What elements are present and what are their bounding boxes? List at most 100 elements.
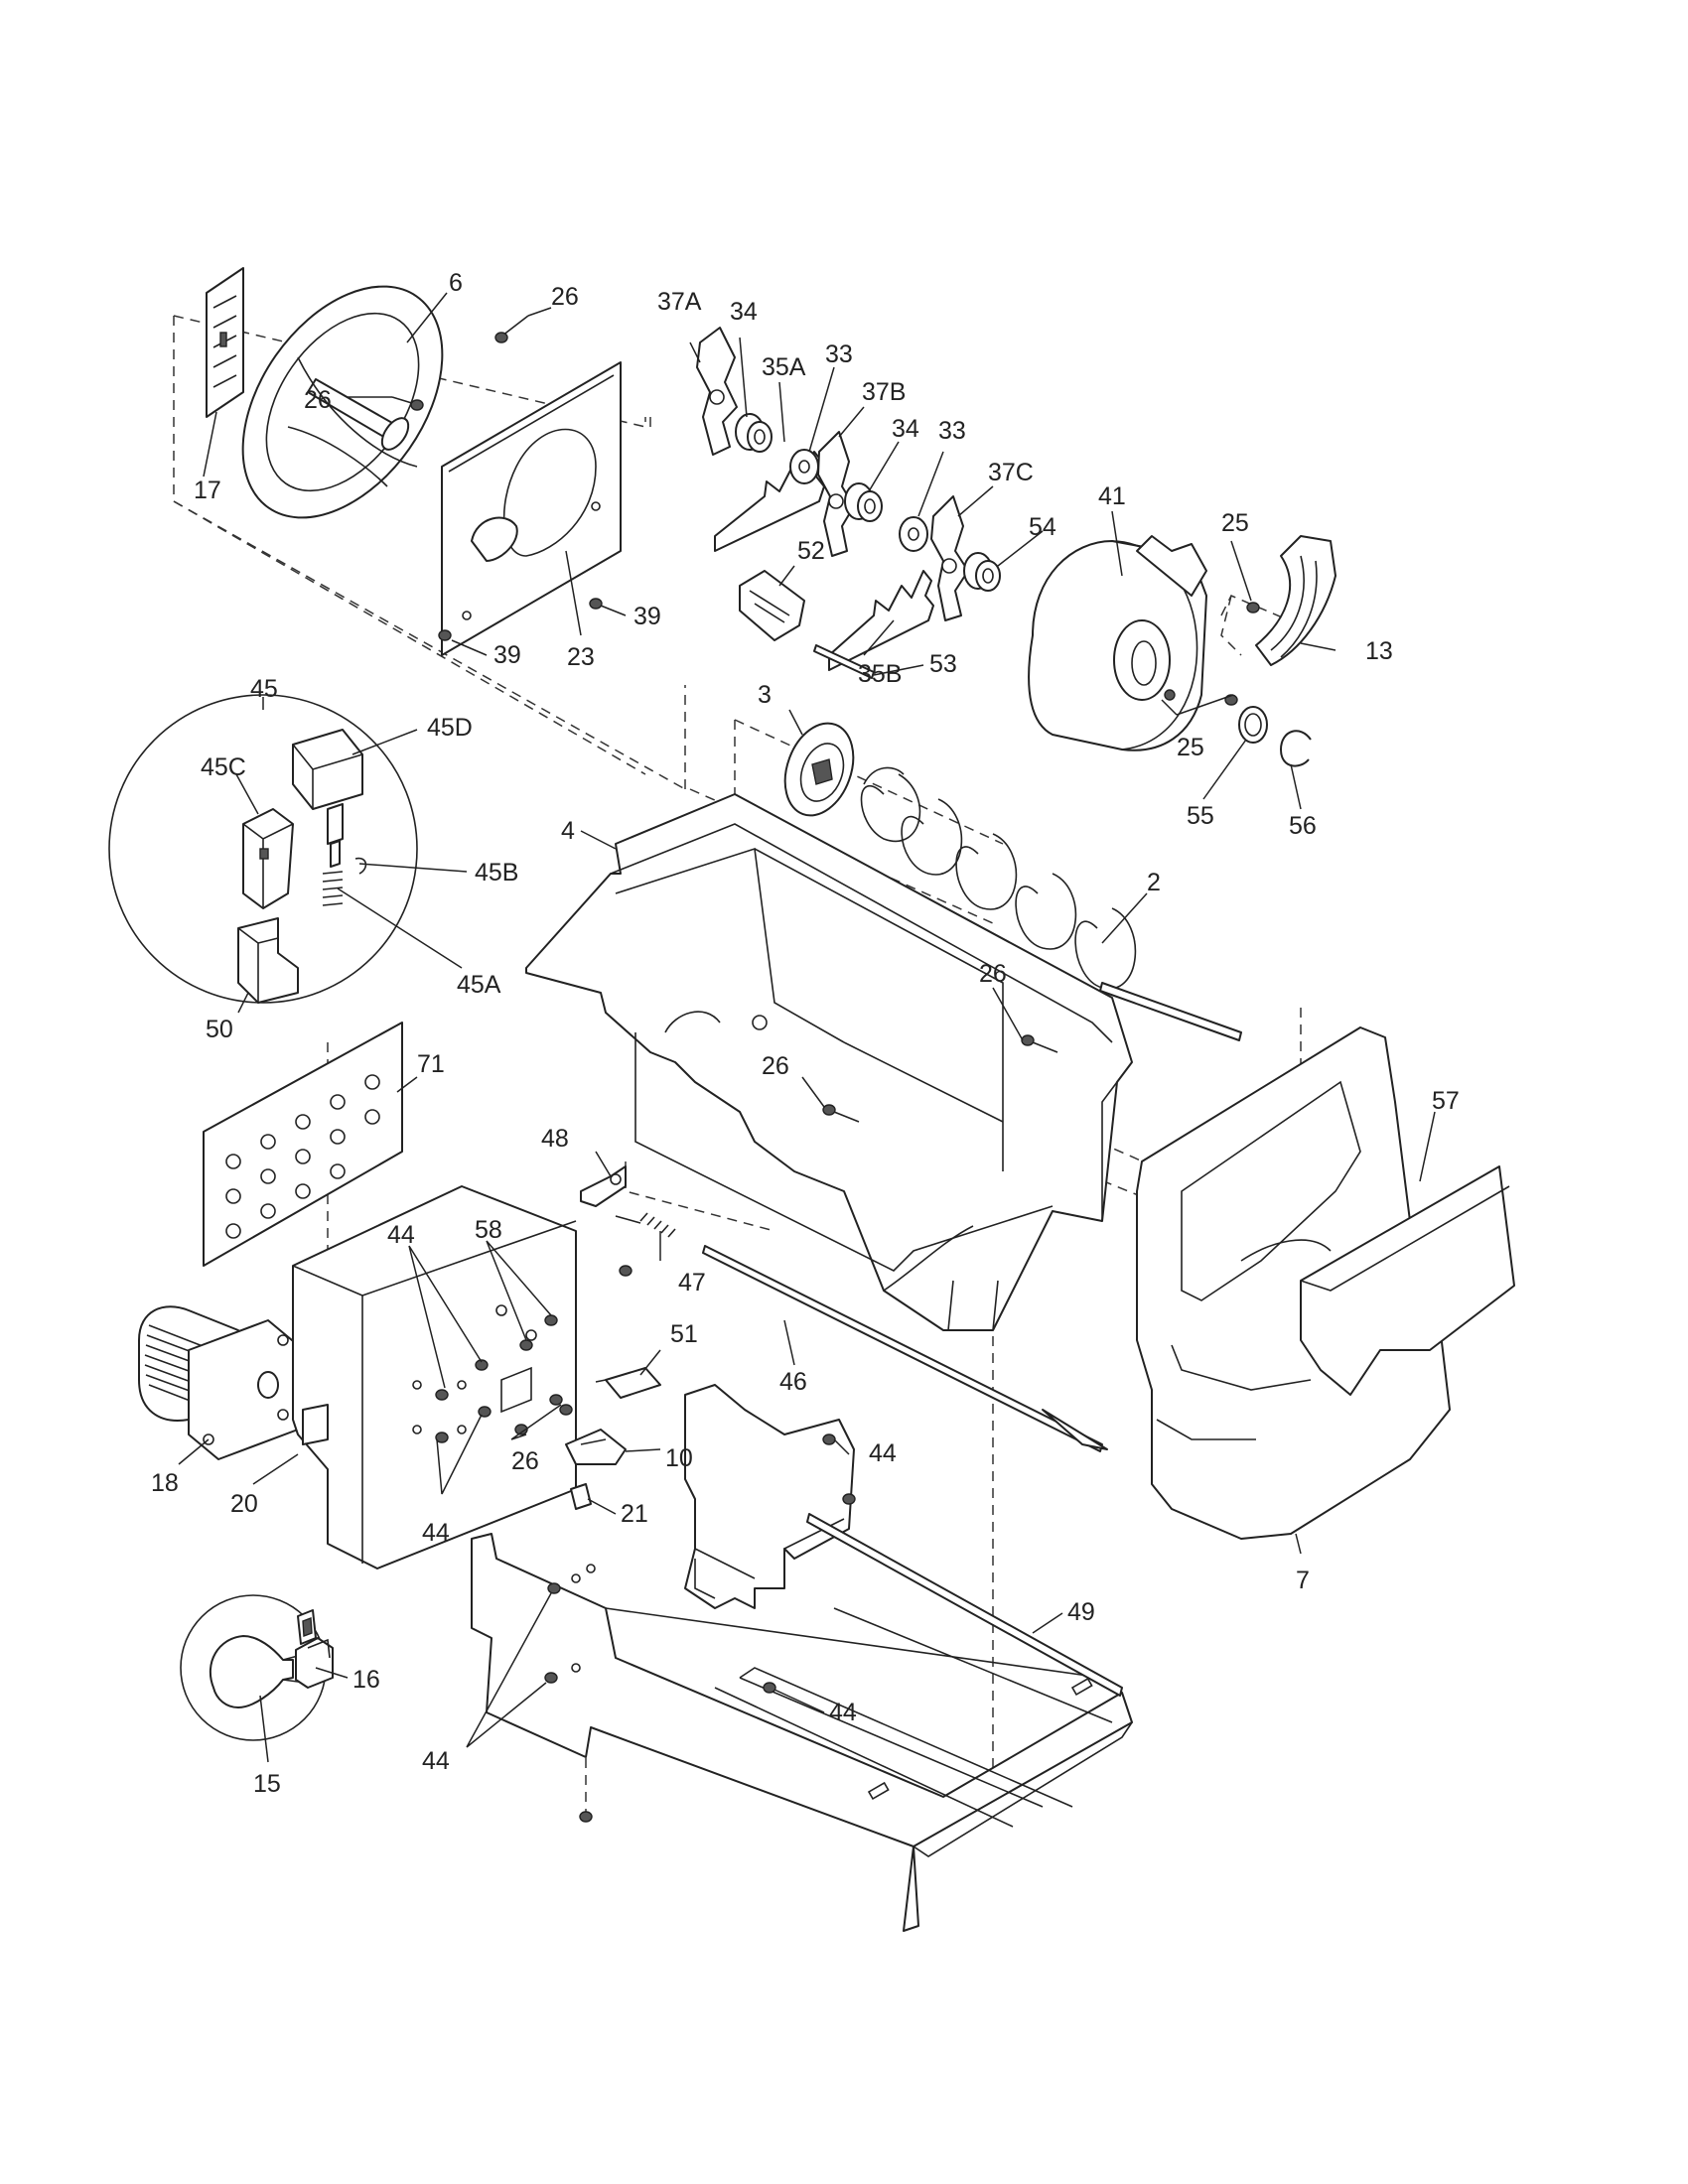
part-21-clip bbox=[570, 1483, 592, 1510]
callout-26: 26 bbox=[511, 1447, 539, 1475]
callout-17: 17 bbox=[194, 477, 221, 504]
part-17-strip bbox=[206, 267, 244, 418]
screw-39-right bbox=[589, 598, 603, 610]
part-3-gear bbox=[783, 722, 855, 817]
part-10-actuator bbox=[565, 1429, 627, 1465]
part-51-switch bbox=[595, 1367, 661, 1399]
callout-51: 51 bbox=[670, 1320, 698, 1348]
callout-56: 56 bbox=[1289, 812, 1317, 840]
callout-39: 39 bbox=[493, 641, 521, 669]
callout-45: 45 bbox=[250, 675, 278, 703]
callout-35b: 35B bbox=[858, 660, 902, 688]
screws-44-tray bbox=[544, 1564, 776, 1823]
callout-58: 58 bbox=[475, 1216, 502, 1244]
callout-labels: 6 26 37A 34 35A 33 37B 34 33 37C 41 25 1… bbox=[151, 269, 1460, 1798]
callout-55: 55 bbox=[1187, 802, 1214, 830]
callout-54: 54 bbox=[1029, 513, 1056, 541]
part-37c-blade bbox=[930, 495, 969, 621]
leader-lines bbox=[178, 292, 1436, 1763]
callout-49: 49 bbox=[1067, 1598, 1095, 1626]
callout-39: 39 bbox=[633, 603, 661, 630]
part-71-panel bbox=[203, 1022, 403, 1267]
callout-48: 48 bbox=[541, 1125, 569, 1153]
part-15-bulb bbox=[209, 1635, 299, 1708]
callout-37b: 37B bbox=[862, 378, 906, 406]
screw-25-top bbox=[1246, 602, 1260, 614]
callout-25: 25 bbox=[1177, 734, 1204, 761]
callout-33: 33 bbox=[825, 341, 853, 368]
callout-45a: 45A bbox=[457, 971, 501, 999]
part-48-bracket bbox=[580, 1165, 627, 1207]
callout-26: 26 bbox=[979, 960, 1007, 988]
part-55-ring bbox=[1238, 706, 1268, 744]
callout-37a: 37A bbox=[657, 288, 702, 316]
part-37b-blade bbox=[817, 431, 855, 557]
callout-26: 26 bbox=[304, 386, 332, 414]
part-18-motor bbox=[138, 1305, 299, 1460]
callout-18: 18 bbox=[151, 1469, 179, 1497]
part-34-bushing-a bbox=[735, 413, 773, 453]
callout-16: 16 bbox=[352, 1666, 380, 1694]
part-6-auger-drum bbox=[241, 285, 444, 519]
callout-53: 53 bbox=[929, 650, 957, 678]
callout-44: 44 bbox=[422, 1747, 450, 1775]
callout-25: 25 bbox=[1221, 509, 1249, 537]
screw-39-left bbox=[438, 629, 452, 641]
part-20-mount-box bbox=[292, 1185, 577, 1570]
part-35b-blade bbox=[828, 570, 934, 671]
part-33-washer-a bbox=[789, 449, 819, 484]
part-56-clip bbox=[1280, 730, 1312, 767]
callout-2: 2 bbox=[1147, 869, 1161, 896]
part-34-bushing-b bbox=[844, 482, 883, 522]
callout-23: 23 bbox=[567, 643, 595, 671]
part-15-16-bulb-detail bbox=[180, 1594, 334, 1741]
part-49-tray bbox=[471, 1533, 1133, 1932]
callout-44: 44 bbox=[869, 1439, 897, 1467]
callout-35a: 35A bbox=[762, 353, 806, 381]
part-52-spacer bbox=[739, 570, 805, 641]
screw-26-bucket-right bbox=[1021, 1034, 1058, 1053]
callout-44: 44 bbox=[422, 1519, 450, 1547]
callout-13: 13 bbox=[1365, 637, 1393, 665]
part-53-pin bbox=[813, 644, 875, 679]
callout-71: 71 bbox=[417, 1050, 445, 1078]
part-45d-solenoid bbox=[292, 729, 363, 868]
part-50-bracket bbox=[237, 917, 299, 1004]
callout-26: 26 bbox=[551, 283, 579, 311]
callout-37c: 37C bbox=[988, 459, 1034, 486]
part-41-housing bbox=[1028, 535, 1207, 751]
callout-44: 44 bbox=[829, 1699, 857, 1726]
callout-44: 44 bbox=[387, 1221, 415, 1249]
part-45c-bracket bbox=[242, 808, 294, 909]
part-16-socket bbox=[295, 1609, 334, 1689]
callout-50: 50 bbox=[206, 1016, 233, 1043]
callout-45b: 45B bbox=[475, 859, 518, 887]
part-45a-spring bbox=[322, 871, 344, 906]
part-57-door-flap bbox=[1300, 1165, 1515, 1396]
screws-44-58 bbox=[435, 1314, 573, 1443]
part-13-deflector bbox=[1255, 535, 1336, 666]
callout-47: 47 bbox=[678, 1269, 706, 1297]
screw-26-left bbox=[391, 396, 424, 411]
part-47-spring bbox=[615, 1212, 676, 1238]
callout-52: 52 bbox=[797, 537, 825, 565]
part-37a-blade bbox=[696, 327, 738, 456]
part-45-solenoid-detail bbox=[108, 694, 418, 1004]
part-54-bushing bbox=[963, 552, 1001, 592]
callout-26: 26 bbox=[762, 1052, 789, 1080]
callout-34: 34 bbox=[730, 298, 758, 326]
part-2-auger-spiral bbox=[860, 766, 1242, 1041]
callout-10: 10 bbox=[665, 1444, 693, 1472]
part-33-washer-b bbox=[899, 516, 928, 552]
part-23-back-plate bbox=[441, 361, 622, 656]
callout-33: 33 bbox=[938, 417, 966, 445]
screw-26-top bbox=[494, 315, 529, 343]
callout-45c: 45C bbox=[201, 753, 246, 781]
part-4-ice-bucket bbox=[525, 793, 1133, 1331]
callout-3: 3 bbox=[758, 681, 772, 709]
callout-20: 20 bbox=[230, 1490, 258, 1518]
part-7-door-housing bbox=[1136, 1026, 1451, 1540]
callout-45d: 45D bbox=[427, 714, 473, 742]
callout-21: 21 bbox=[621, 1500, 648, 1528]
side-bracket bbox=[684, 1384, 856, 1609]
